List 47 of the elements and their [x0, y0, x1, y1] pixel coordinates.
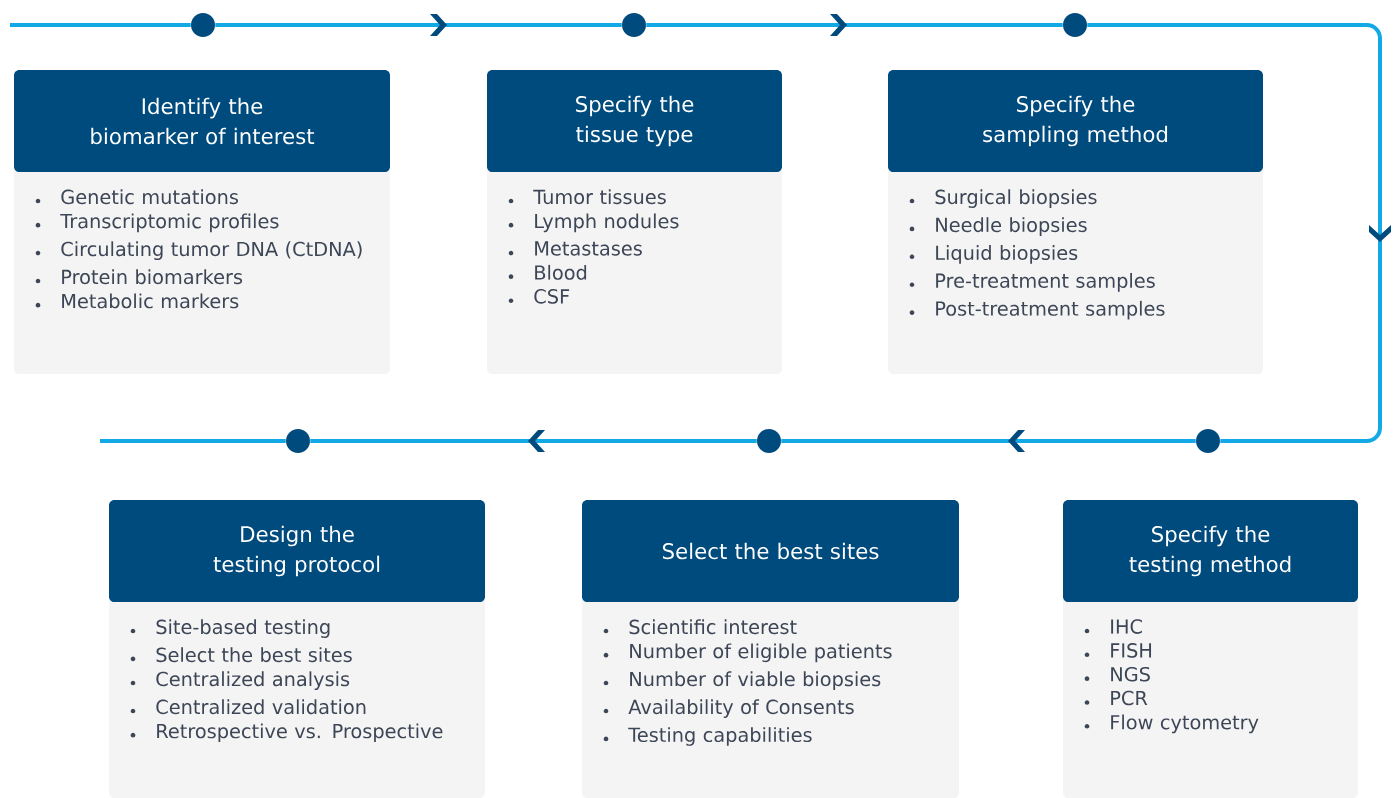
timeline-dot — [191, 13, 215, 37]
list-item: Protein biomarkers — [35, 269, 243, 285]
timeline-dot — [1196, 429, 1220, 453]
list-item: FISH — [1084, 643, 1151, 658]
card-header: Specify the sampling method — [888, 70, 1263, 172]
list-item: PCR — [1084, 690, 1148, 706]
list-item: Lymph nodules — [508, 213, 679, 233]
list-item: Testing capabilities — [603, 727, 812, 746]
list-item: Number of viable biopsies — [603, 671, 881, 691]
arrow — [781, 430, 1196, 452]
list-item: NGS — [1084, 666, 1150, 682]
card-header: Design the testing protocol — [109, 500, 485, 602]
list-item: Select the best sites — [130, 647, 352, 663]
card-header: Identify the biomarker of interest — [14, 70, 390, 172]
timeline-dot — [286, 429, 310, 453]
list-item: Post-treatment samples — [909, 300, 1165, 320]
list-item: Needle biopsies — [909, 217, 1087, 236]
list-item: IHC — [1084, 619, 1142, 634]
list-item: Retrospective vs. Prospective — [130, 723, 443, 743]
list-item: Metastases — [508, 241, 642, 256]
timeline-dot — [757, 429, 781, 453]
card-header: Select the best sites — [582, 500, 959, 602]
list-item: Site-based testing — [130, 619, 330, 638]
list-item: Blood — [508, 264, 587, 280]
arrow — [310, 430, 757, 452]
arrow — [1087, 23, 1391, 443]
list-item: Number of eligible patients — [603, 643, 892, 663]
arrow — [215, 14, 622, 36]
list-item: Centralized analysis — [130, 671, 350, 691]
timeline-dot — [622, 13, 646, 37]
list-item: Genetic mutations — [35, 189, 238, 205]
list-item: Availability of Consents — [603, 699, 854, 718]
card-header: Specify the tissue type — [487, 70, 782, 172]
list-item: Scientific interest — [603, 619, 797, 635]
list-item: Centralized validation — [130, 699, 366, 715]
list-item: Metabolic markers — [35, 293, 239, 309]
list-item: Surgical biopsies — [909, 189, 1097, 208]
list-item: Liquid biopsies — [909, 245, 1078, 264]
arrow — [646, 14, 1063, 36]
list-item: Flow cytometry — [1084, 714, 1259, 734]
list-item: Pre-treatment samples — [909, 273, 1155, 292]
list-item: Transcriptomic profiles — [35, 213, 279, 233]
card-header: Specify the testing method — [1063, 500, 1358, 602]
list-item: Circulating tumor DNA (CtDNA) — [35, 241, 362, 261]
list-item: CSF — [508, 289, 570, 304]
list-item: Tumor tissues — [508, 189, 666, 205]
timeline-dot — [1063, 13, 1087, 37]
